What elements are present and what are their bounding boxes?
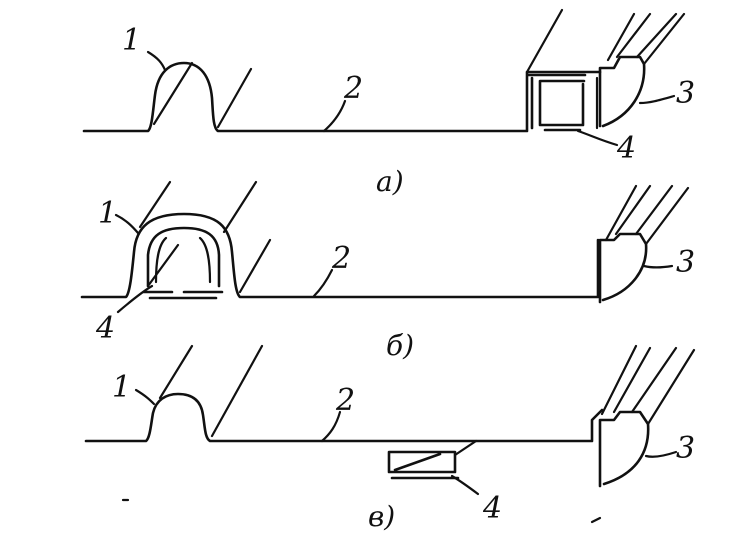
panel-a-part-3 — [598, 55, 646, 128]
panel-b-leader-4 — [116, 284, 154, 314]
panel-b-label-2: 2 — [331, 241, 351, 276]
panel-a-caption: а) — [376, 165, 404, 198]
panel-a-leader-4 — [576, 129, 619, 147]
panel-b-leader-1 — [114, 213, 140, 235]
panel-c-part-3-hatch — [600, 344, 696, 426]
panel-b-clamp-4-inner — [154, 236, 212, 284]
panel-b-label-4: 4 — [95, 311, 115, 346]
panel-a-profile-2 — [82, 61, 602, 133]
panel-a-leader-3 — [638, 94, 676, 105]
panel-a-leader-2 — [322, 99, 347, 133]
panel-b-caption: б) — [386, 329, 414, 362]
panel-b-leader-2 — [312, 268, 334, 298]
panel-c-hatch-2 — [210, 344, 264, 438]
panel-a-hatch-1 — [152, 61, 194, 126]
panel-b-hatch-3 — [238, 238, 272, 294]
panel-a-clamp-4 — [526, 73, 587, 132]
panel-c-leader-1 — [134, 388, 156, 406]
panel-a-leader-1 — [146, 50, 167, 72]
scan-speck-2 — [590, 516, 602, 524]
panel-a-label-2: 2 — [343, 71, 363, 106]
panel-c-label-1: 1 — [112, 370, 131, 405]
panel-b-part-3-hatch — [604, 184, 690, 246]
panel-b-profile-2 — [80, 212, 600, 299]
panel-c-leader-2 — [320, 410, 342, 443]
panel-c-part-3 — [598, 410, 650, 488]
panel-b-label-1: 1 — [98, 196, 117, 231]
panel-c: 1 2 3 4 в) — [84, 344, 696, 533]
panel-a-part-3-hatch — [606, 12, 686, 66]
panel-c-clamp-4 — [387, 450, 460, 480]
panel-a-label-3: 3 — [676, 76, 695, 111]
panel-c-hatch-1 — [158, 344, 194, 400]
panel-b: 1 2 3 4 б) — [80, 180, 695, 362]
panel-b-hatch-1 — [138, 180, 172, 229]
panel-c-leader-3 — [644, 450, 678, 458]
panel-c-caption: в) — [368, 500, 395, 533]
panel-b-part-3 — [598, 232, 648, 304]
panel-a-label-1: 1 — [122, 23, 141, 58]
panel-b-label-3: 3 — [676, 245, 695, 280]
panel-c-label-4: 4 — [482, 491, 502, 526]
panel-a-hatch-3 — [525, 8, 564, 74]
panel-b-hatch-2 — [222, 180, 258, 234]
panel-c-leader-4 — [450, 474, 480, 496]
panel-b-hatch-4 — [146, 243, 180, 288]
panel-c-label-3: 3 — [676, 431, 695, 466]
panel-a-label-4: 4 — [616, 131, 636, 166]
panel-b-leader-3 — [642, 264, 674, 269]
panel-c-label-2: 2 — [335, 383, 355, 418]
panel-c-profile-2 — [84, 392, 604, 443]
panel-a: 1 2 3 4 а) — [82, 8, 695, 198]
panel-a-hatch-2 — [216, 67, 253, 129]
panel-c-clamp-4-diag — [453, 439, 478, 457]
panel-b-clamp-4 — [142, 226, 224, 300]
